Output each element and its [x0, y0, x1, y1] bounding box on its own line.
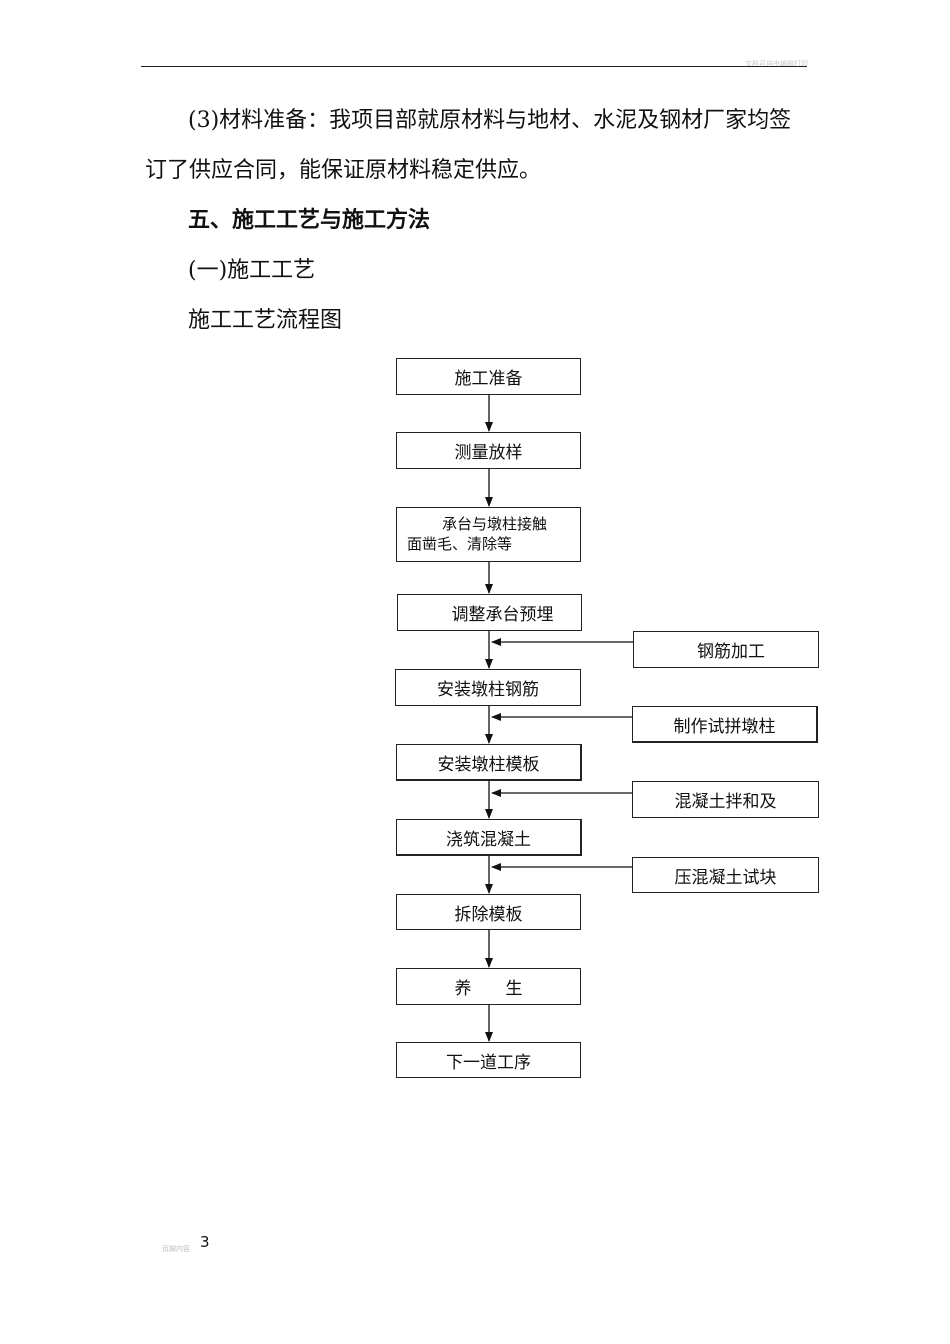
step-surface-chiseling-line-1: 承台与墩柱接触 [442, 515, 548, 533]
step-install-formwork: 安装墩柱模板 [396, 744, 582, 781]
step-construction-prep: 施工准备 [396, 358, 581, 395]
paragraph-line-1: (3)材料准备：我项目部就原材料与地材、水泥及钢材厂家均签 [188, 108, 792, 133]
flowchart-title: 施工工艺流程图 [188, 308, 343, 333]
header-text: 文档可自由编辑打印 [745, 60, 808, 68]
page-number: 3 [200, 1233, 210, 1251]
step-next-process: 下一道工序 [396, 1042, 581, 1078]
step-survey-layout: 测量放样 [396, 432, 581, 469]
footer-label: 页脚内容 [162, 1245, 190, 1253]
side-trial-assembly: 制作试拼墩柱 [632, 706, 818, 743]
side-concrete-mixing: 混凝土拌和及 [632, 781, 819, 818]
step-adjust-embedded: 调整承台预埋 [397, 594, 582, 631]
step-surface-chiseling: 承台与墩柱接触 面凿毛、清除等 [396, 507, 581, 562]
step-curing: 养 生 [396, 968, 581, 1005]
step-pour-concrete: 浇筑混凝土 [396, 819, 582, 856]
sub-heading: (一)施工工艺 [188, 258, 316, 283]
side-rebar-processing: 钢筋加工 [633, 631, 819, 668]
step-remove-formwork: 拆除模板 [396, 894, 581, 930]
step-surface-chiseling-line-2: 面凿毛、清除等 [407, 535, 513, 553]
paragraph-line-2: 订了供应合同，能保证原材料稳定供应。 [145, 158, 542, 183]
section-heading: 五、施工工艺与施工方法 [188, 208, 431, 233]
step-install-rebar: 安装墩柱钢筋 [395, 669, 581, 706]
header-rule [141, 66, 807, 67]
side-test-blocks: 压混凝土试块 [632, 857, 819, 893]
